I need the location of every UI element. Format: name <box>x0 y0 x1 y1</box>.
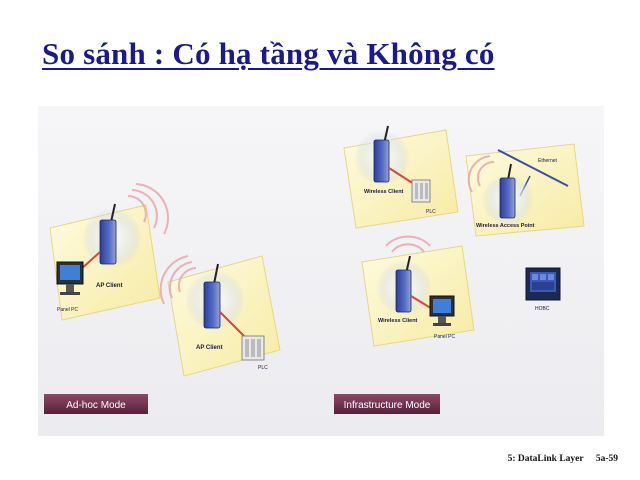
adhoc-client-2-label: AP Client <box>196 345 223 351</box>
infra-ap-network: Ethernet <box>538 158 558 164</box>
ethernet-line <box>497 149 569 187</box>
infra-mode-label: Infrastructure Mode <box>344 400 431 411</box>
access-point-icon <box>373 139 390 183</box>
infra-link-plc <box>388 167 415 185</box>
adhoc-client-2-device: PLC <box>258 365 268 371</box>
infra-client-bottom-device: Panel PC <box>434 334 456 340</box>
footer-chapter: 5: DataLink Layer <box>507 454 584 464</box>
access-point-icon <box>395 269 412 313</box>
adhoc-signal-2 <box>159 255 197 305</box>
slide-footer: 5: DataLink Layer 5a-59 <box>498 454 618 464</box>
infrastructure-group: Wireless Client PLC Ethernet Wireless Ac… <box>334 125 585 414</box>
infra-hmi-label: HOBC <box>535 306 550 312</box>
plc-icon <box>241 335 265 361</box>
adhoc-mode-label: Ad-hoc Mode <box>66 400 126 411</box>
adhoc-client-1-label: AP Client <box>96 283 123 289</box>
footer-page-number: 5a-59 <box>595 454 618 464</box>
antenna-icon <box>507 163 512 181</box>
infra-ap-signal <box>467 155 495 193</box>
antenna-icon <box>213 263 219 285</box>
antenna-icon <box>110 203 116 223</box>
infra-client-top-device: PLC <box>426 209 436 215</box>
adhoc-group: AP Client Panel PC AP Client PLC Ad-hoc … <box>44 183 281 414</box>
infra-client-top-label: Wireless Client <box>364 189 404 195</box>
plc-icon <box>411 179 431 203</box>
adhoc-signal-1 <box>127 183 169 235</box>
access-point-icon <box>499 177 516 219</box>
infra-mode-tab <box>334 394 440 414</box>
access-point-icon <box>99 219 117 265</box>
adhoc-link-2 <box>219 311 247 339</box>
panel-pc-icon <box>56 261 84 295</box>
hmi-icon <box>525 267 561 301</box>
adhoc-mode-tab <box>44 394 148 414</box>
infra-client-bottom-signal <box>385 235 431 253</box>
infra-client-bottom-label: Wireless Client <box>378 318 418 324</box>
access-point-icon <box>203 281 221 329</box>
infra-ap-label: Wireless Access Point <box>476 223 535 229</box>
slide-title: So sánh : Có hạ tầng và Không có <box>42 36 495 71</box>
adhoc-client-1-device: Panel PC <box>57 307 79 313</box>
panel-pc-icon <box>429 295 455 326</box>
